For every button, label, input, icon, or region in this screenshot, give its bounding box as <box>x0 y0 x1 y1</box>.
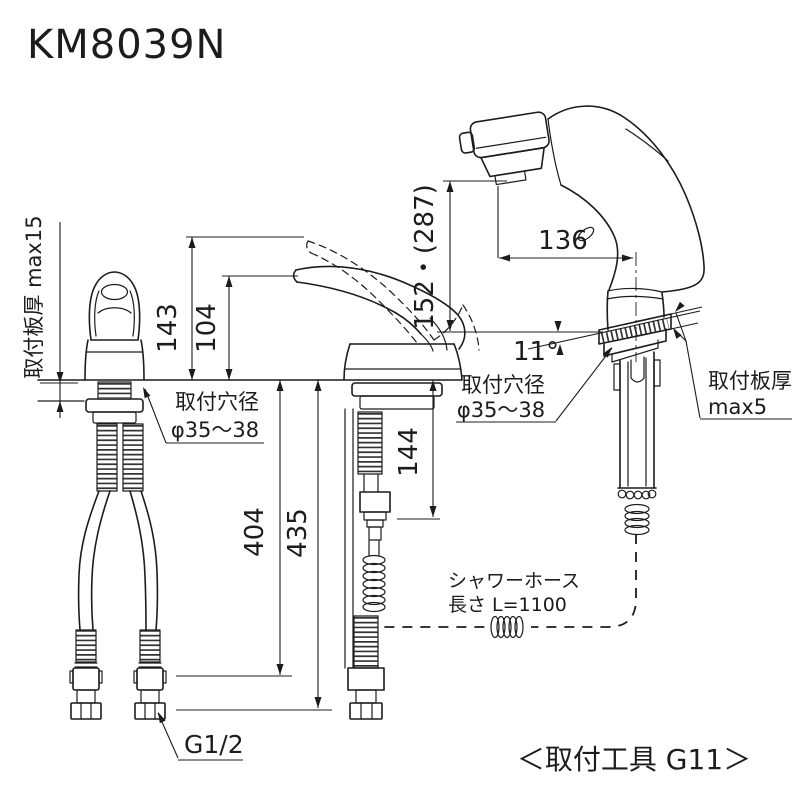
faucet-side-view <box>292 240 480 720</box>
model-number-title: KM8039N <box>27 22 226 68</box>
dim-text-104: 104 <box>192 303 222 353</box>
dim-text-152: 152・(287) <box>410 184 440 330</box>
thread-size-text: G1/2 <box>184 730 244 759</box>
dim-text-143: 143 <box>153 303 183 353</box>
hole-dia-right-line2: φ35〜38 <box>457 398 545 422</box>
hose-spring-coil <box>362 554 386 613</box>
supply-hose-connector-right <box>133 662 167 720</box>
dim-text-11deg: 11° <box>513 337 559 367</box>
dimension-104: 104 <box>192 275 298 380</box>
hole-dia-left-line2: φ35〜38 <box>171 418 259 442</box>
pullout-spray-head <box>458 111 550 186</box>
label-hole-diameter-right: 取付穴径 φ35〜38 <box>456 347 613 423</box>
plate-right-line2: max5 <box>708 395 767 419</box>
dimension-435: 435 <box>176 380 332 711</box>
label-hole-diameter-left: 取付穴径 φ35〜38 <box>143 387 264 444</box>
dim-text-435: 435 <box>283 508 313 558</box>
shower-hose-path <box>382 534 637 641</box>
supply-hose-connector-left <box>69 662 103 720</box>
label-plate-thickness-right: 取付板厚 max5 <box>673 301 792 420</box>
label-plate-thickness-left: 取付板厚 max15 <box>22 215 46 378</box>
dim-text-144: 144 <box>394 427 424 477</box>
dimension-136: 136 <box>497 186 633 262</box>
dimension-144: 144 <box>394 380 440 520</box>
shower-hose-line2: 長さ L=1100 <box>448 594 567 616</box>
mounting-tool-note: ＜取付工具 G11＞ <box>517 743 751 776</box>
dimension-plate-thickness-left: 取付板厚 max15 <box>22 215 78 418</box>
dimension-angle-11: 11° <box>513 310 701 367</box>
faucet-spout-view <box>458 105 705 536</box>
dimension-143: 143 <box>153 236 304 380</box>
shower-hose-line1: シャワーホース <box>448 570 580 592</box>
hole-dia-right-line1: 取付穴径 <box>461 373 545 397</box>
dim-text-136: 136 <box>538 226 588 256</box>
dimension-152-287: 152・(287) <box>410 180 603 333</box>
hole-dia-left-line1: 取付穴径 <box>175 390 259 414</box>
plate-right-line1: 取付板厚 <box>708 369 792 393</box>
dim-text-404: 404 <box>240 507 270 557</box>
faucet-front-view <box>69 271 167 720</box>
label-shower-hose: シャワーホース 長さ L=1100 <box>448 570 580 616</box>
dimension-404: 404 <box>176 380 292 677</box>
label-thread-size: G1/2 <box>157 712 244 761</box>
